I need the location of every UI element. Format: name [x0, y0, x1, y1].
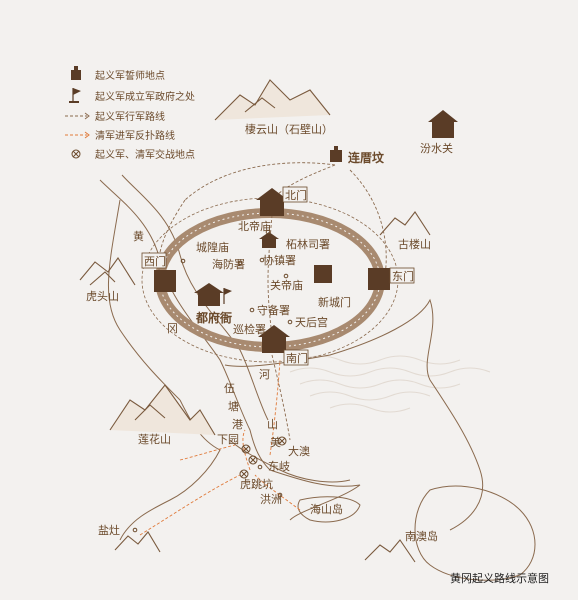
xiezhenshu-building-icon	[259, 232, 279, 248]
legend: 起义军誓师地点 起义军成立军政府之处 起义军行军路线 清军进军反扑路线 起义军、…	[65, 66, 195, 161]
label-xiawei: 下园	[217, 433, 239, 446]
label-qiyun-mountain: 棲云山（石壁山）	[245, 122, 333, 136]
label-haishandao: 海山岛	[310, 502, 343, 516]
legend-battle-icon	[71, 149, 81, 159]
svg-text:南门: 南门	[286, 351, 308, 365]
label-tianhougong: 天后宫	[295, 315, 328, 329]
battle-icon	[241, 444, 251, 454]
dufuya-flag-icon	[223, 288, 232, 304]
dufuya-building-icon	[194, 283, 224, 306]
label-shoubeishu: 守备署	[257, 303, 290, 317]
label-hutiaokeng: 虎跳坑	[240, 477, 273, 491]
legend-flag-icon	[69, 88, 81, 103]
label-gate-north: 北门	[282, 186, 308, 203]
label-gulou-mountain: 古楼山	[398, 237, 431, 251]
gate-east[interactable]	[368, 268, 390, 290]
label-haifangshu: 海防署	[212, 257, 245, 271]
mountain-qiyun	[214, 79, 331, 121]
label-bailinsi: 柘林司署	[286, 237, 330, 251]
label-he: 河	[259, 368, 270, 381]
mountain-nanao	[364, 539, 416, 563]
gate-xincheng[interactable]	[314, 265, 332, 283]
label-shanmei-2: 美	[270, 436, 281, 449]
svg-text:西门: 西门	[144, 254, 166, 268]
place-dots	[132, 229, 293, 533]
label-gate-east: 东门	[389, 267, 415, 284]
label-xunjianshu: 巡检署	[233, 322, 266, 336]
label-hongzhou: 洪洲	[260, 492, 282, 506]
lianshuofen-hq-icon	[330, 146, 342, 162]
label-yanzao: 盐灶	[98, 524, 120, 537]
label-lianhua-mountain: 莲花山	[138, 433, 171, 446]
label-nanaodao: 南澳岛	[405, 529, 438, 543]
label-dufuya: 都府衙	[195, 310, 232, 325]
battle-markers	[239, 436, 287, 479]
label-fenshuiguan: 汾水关	[420, 141, 453, 155]
label-wutang-1: 伍	[224, 382, 235, 395]
battle-icon	[248, 455, 258, 465]
legend-hq: 起义军誓师地点	[95, 69, 165, 82]
label-beidiemiao: 北帝庙	[238, 219, 271, 233]
svg-text:东门: 东门	[392, 269, 414, 283]
label-huang: 黄	[133, 229, 144, 243]
label-wutang-3: 港	[232, 418, 243, 431]
map-title: 黄冈起义路线示意图	[450, 571, 549, 585]
label-lianshuofen: 连厝坟	[348, 150, 384, 165]
label-dao: 大澳	[288, 444, 310, 458]
battle-icon	[277, 436, 287, 446]
sea-waves	[289, 355, 491, 413]
label-gang: 冈	[167, 322, 178, 335]
gate-south[interactable]	[258, 325, 290, 353]
mountain-gulou	[379, 211, 431, 236]
label-hutou-mountain: 虎头山	[86, 290, 119, 303]
svg-text:北门: 北门	[285, 188, 307, 202]
label-shanmei-1: 山	[267, 418, 278, 431]
label-gate-west: 西门	[141, 252, 167, 269]
label-wutang-2: 塘	[228, 399, 239, 413]
battle-icon	[239, 469, 249, 479]
mountain-hutou	[79, 257, 136, 286]
gate-north[interactable]	[256, 188, 288, 216]
legend-qing-route: 清军进军反扑路线	[95, 129, 175, 142]
mountain-yanzao	[114, 531, 161, 553]
legend-battle: 起义军、清军交战地点	[95, 148, 195, 161]
mountain-lianhua	[109, 384, 216, 436]
label-chenghuangmiao: 城隍庙	[196, 240, 229, 254]
label-guandimiao: 关帝庙	[270, 278, 303, 292]
fenshuiguan-icon	[428, 110, 458, 138]
label-xiezhenshu: 协镇署	[263, 253, 296, 267]
legend-rebel-route: 起义军行军路线	[95, 110, 165, 123]
gate-west[interactable]	[154, 270, 176, 292]
legend-hq-icon	[71, 66, 81, 80]
qing-routes	[139, 359, 301, 536]
label-dongqi: 东岐	[268, 460, 290, 473]
label-gate-south: 南门	[283, 349, 309, 366]
legend-govt: 起义军成立军政府之处	[95, 90, 195, 103]
label-xinchengmen: 新城门	[318, 295, 351, 309]
